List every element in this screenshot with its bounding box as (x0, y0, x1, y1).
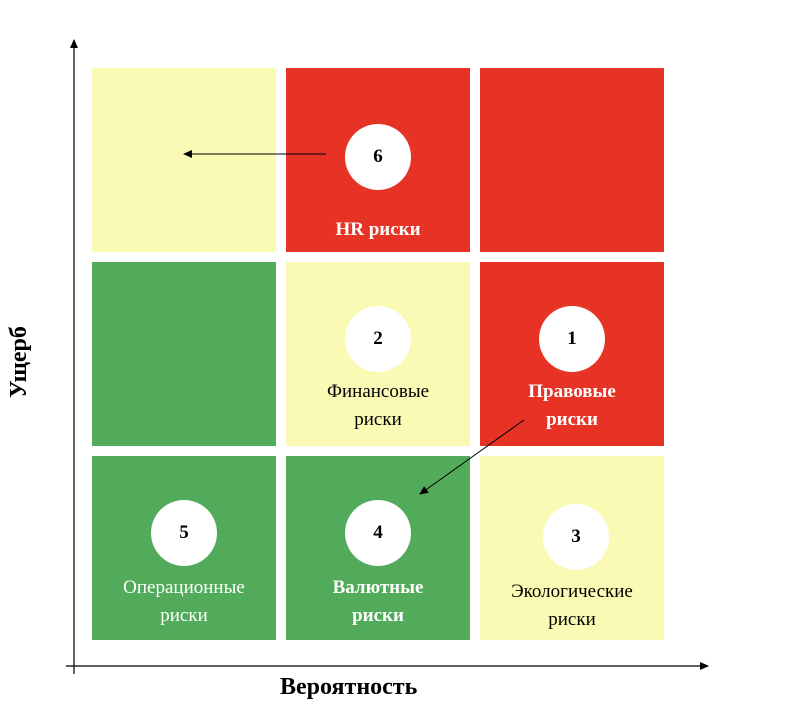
risk-label-3: Экологические риски (511, 581, 633, 630)
matrix-cell-r1-c0 (92, 262, 276, 446)
risk-number-1: 1 (539, 306, 605, 372)
risk-label-4: Валютные риски (332, 577, 424, 626)
risk-label-6: HR риски (335, 219, 421, 240)
risk-number-3: 3 (543, 504, 609, 570)
risk-number-4: 4 (345, 500, 411, 566)
matrix-cell-r0-c0 (92, 68, 276, 252)
risk-label-1: Правовые риски (528, 381, 616, 430)
risk-number-6: 6 (345, 124, 411, 190)
risk-label-5: Операционные риски (123, 577, 245, 626)
matrix-cell-r0-c2 (480, 68, 664, 252)
risk-number-2: 2 (345, 306, 411, 372)
risk-number-5: 5 (151, 500, 217, 566)
y-axis-label: Ущерб (6, 326, 32, 398)
risk-label-2: Финансовые риски (326, 381, 430, 430)
x-axis-label: Вероятность (280, 674, 418, 700)
